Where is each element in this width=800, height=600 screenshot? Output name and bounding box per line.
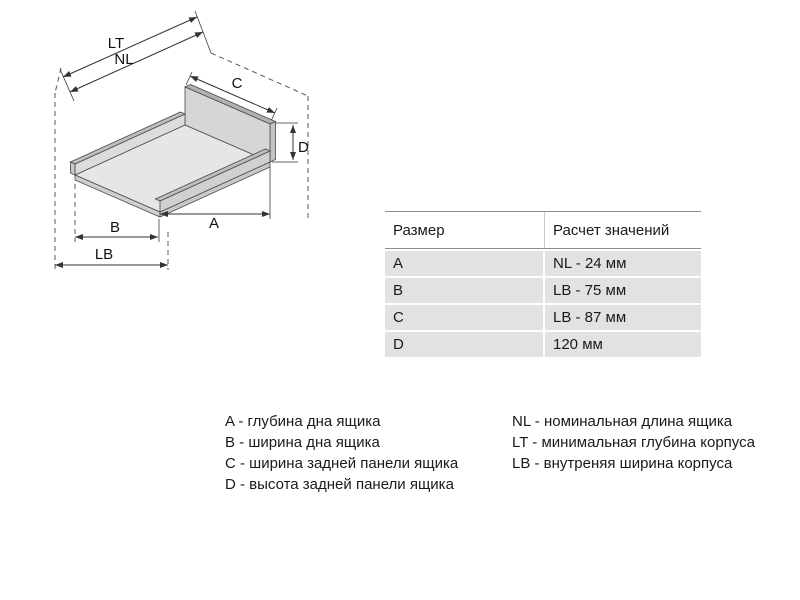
back-panel-end-face xyxy=(269,120,276,163)
dim-label-d: D xyxy=(298,139,309,156)
table-row: B LB - 75 мм xyxy=(385,278,701,303)
legend-item-b: B - ширина дна ящика xyxy=(225,434,380,451)
drawer-isometric-diagram: LT NL C D A B LB xyxy=(54,10,309,272)
table-cell-size: A xyxy=(385,251,543,276)
dim-label-c: C xyxy=(232,75,243,92)
table-cell-size: C xyxy=(385,305,543,330)
table-row: A NL - 24 мм xyxy=(385,251,701,276)
dim-label-lt: LT xyxy=(108,35,124,52)
legend-abcd: A - глубина дна ящика B - ширина дна ящи… xyxy=(225,411,458,495)
dim-line-nl xyxy=(69,31,204,93)
dim-label-nl: NL xyxy=(114,51,133,68)
legend-item-a: A - глубина дна ящика xyxy=(225,413,381,430)
cabinet-dashed-lines xyxy=(54,52,309,272)
left-rail-end-cap xyxy=(70,161,76,176)
table-cell-value: NL - 24 мм xyxy=(545,251,701,276)
dim-label-lb: LB xyxy=(95,246,113,263)
table-header-row: Размер Расчет значений xyxy=(385,211,701,249)
legend-item-lt: LT - минимальная глубина корпуса xyxy=(512,434,755,451)
legend-item-lb: LB - внутреняя ширина корпуса xyxy=(512,455,733,472)
table-cell-size: B xyxy=(385,278,543,303)
dim-label-b: B xyxy=(110,219,120,236)
table-row: D 120 мм xyxy=(385,332,701,357)
legend-item-d: D - высота задней панели ящика xyxy=(225,476,454,493)
table-cell-value: 120 мм xyxy=(545,332,701,357)
table-cell-value: LB - 75 мм xyxy=(545,278,701,303)
dim-line-c xyxy=(189,75,276,114)
dim-line-lt xyxy=(62,16,198,78)
drawer-body xyxy=(69,84,277,218)
dim-label-a: A xyxy=(209,215,219,232)
dimension-lines xyxy=(55,16,296,268)
table-header-calculation: Расчет значений xyxy=(553,221,670,239)
legend-item-nl: NL - номинальная длина ящика xyxy=(512,413,733,430)
table-cell-size: D xyxy=(385,332,543,357)
table-header-size: Размер xyxy=(385,212,545,248)
table-row: C LB - 87 мм xyxy=(385,305,701,330)
legend-nl-lt-lb: NL - номинальная длина ящика LT - минима… xyxy=(512,411,755,474)
dimension-spec-table: Размер Расчет значений A NL - 24 мм B LB… xyxy=(385,211,701,357)
right-rail-top-face xyxy=(154,148,271,202)
table-cell-value: LB - 87 мм xyxy=(545,305,701,330)
legend-item-c: C - ширина задней панели ящика xyxy=(225,455,459,472)
